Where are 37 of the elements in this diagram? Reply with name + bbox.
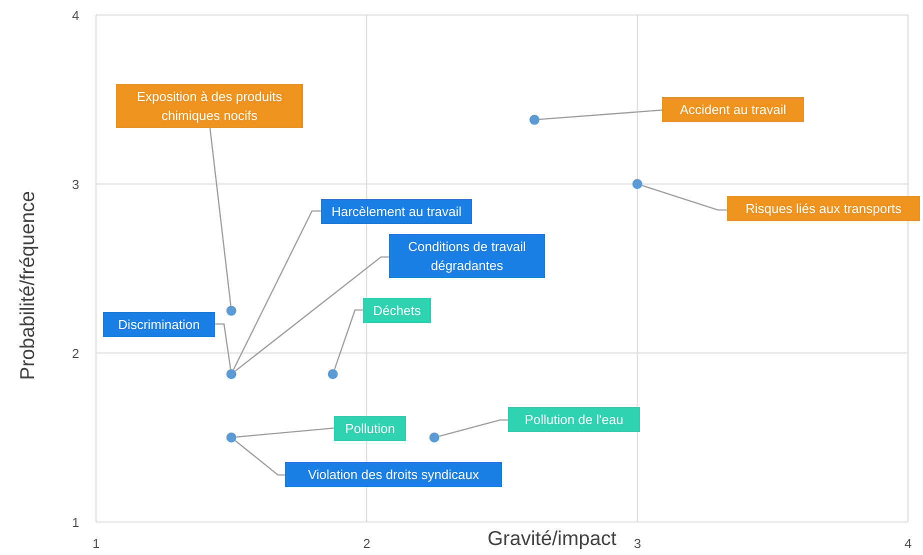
tick-label: 2 xyxy=(72,346,80,360)
tick-label: 4 xyxy=(72,8,80,22)
leader-line xyxy=(209,128,232,306)
tick-label: 4 xyxy=(904,536,912,551)
leader-line xyxy=(334,309,364,370)
leader-line xyxy=(539,109,664,120)
data-point xyxy=(632,179,642,189)
callout-label: Déchets xyxy=(363,298,431,323)
callout-label: Risques liés aux transports xyxy=(727,196,920,221)
axis-title: Probabilité/fréquence xyxy=(16,190,40,380)
leader-line xyxy=(236,427,336,438)
data-point xyxy=(429,432,440,442)
callout-label: Pollution xyxy=(334,416,406,441)
data-point xyxy=(529,114,540,125)
callout-label: Pollution de l'eau xyxy=(508,407,640,432)
tick-label: 3 xyxy=(634,536,642,551)
leader-line xyxy=(234,256,390,372)
callout-label: Conditions de travail dégradantes xyxy=(389,234,545,278)
data-point xyxy=(328,369,338,380)
tick-label: 1 xyxy=(92,536,100,551)
leader-line xyxy=(234,440,286,476)
data-point xyxy=(226,369,236,380)
leader-line xyxy=(439,419,509,437)
data-point xyxy=(226,432,236,442)
tick-label: 1 xyxy=(72,514,80,530)
callout-label: Discrimination xyxy=(103,312,215,337)
callout-label: Accident au travail xyxy=(662,97,804,122)
tick-label: 2 xyxy=(363,536,370,551)
data-point xyxy=(226,306,236,316)
leader-line xyxy=(642,184,728,211)
callout-label: Violation des droits syndicaux xyxy=(285,462,502,487)
tick-label: 3 xyxy=(72,176,80,192)
leader-line xyxy=(232,210,322,370)
callout-label: Harcèlement au travail xyxy=(321,199,472,224)
callout-label: Exposition à des produits chimiques nocifs xyxy=(116,84,303,128)
axis-title: Gravité/impact xyxy=(488,528,616,551)
leader-line xyxy=(214,323,232,370)
